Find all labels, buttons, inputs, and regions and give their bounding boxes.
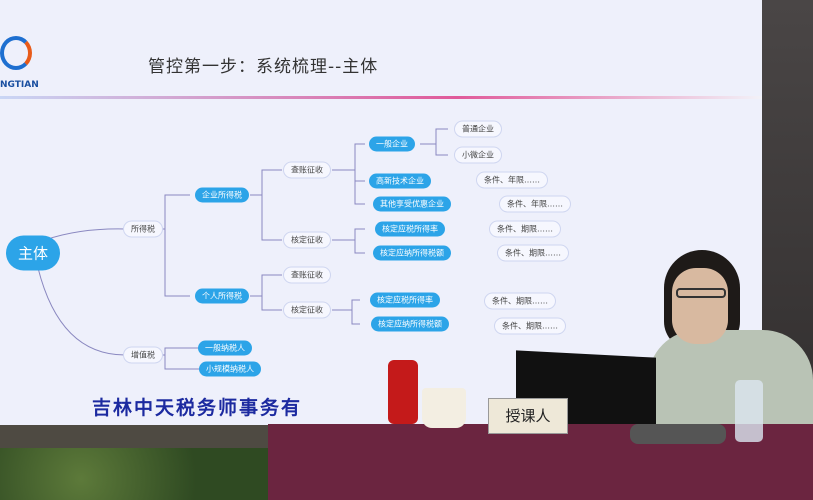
microphone-base (630, 424, 726, 444)
node-assessed-rate: 核定应税所得率 (375, 221, 445, 237)
node-small-taxpayer: 小规模纳税人 (199, 361, 261, 377)
node-assessed-collection: 核定征收 (283, 231, 331, 249)
name-plate: 授课人 (488, 398, 568, 434)
speaker-face (672, 268, 728, 344)
title-divider (0, 96, 762, 99)
node-general-taxpayer: 一般纳税人 (198, 340, 252, 356)
node-high-tech-enterprise: 高新技术企业 (369, 173, 431, 189)
node-small-micro-enterprise: 小微企业 (454, 146, 502, 164)
lectern-table (268, 424, 813, 500)
node-general-enterprise: 一般企业 (369, 136, 415, 152)
node-income-tax: 所得税 (123, 220, 163, 238)
tea-cup (422, 388, 466, 428)
node-conditions: 条件、期限…… (489, 220, 561, 238)
speaker (640, 250, 813, 430)
company-banner: 吉林中天税务师事务有 (92, 397, 303, 419)
node-conditions: 条件、期限…… (494, 317, 566, 335)
speaker-body (648, 330, 813, 430)
node-assessed-collection: 核定征收 (283, 301, 331, 319)
potted-plants (0, 448, 270, 500)
node-audit-collection: 查账征收 (283, 266, 331, 284)
slide-title: 管控第一步：系统梳理--主体 (148, 57, 379, 77)
node-personal-income-tax: 个人所得税 (195, 288, 249, 304)
water-bottle (735, 380, 763, 442)
node-conditions: 条件、期限…… (484, 292, 556, 310)
node-conditions: 条件、期限…… (497, 244, 569, 262)
company-logo (0, 36, 32, 70)
thermos-bottle (388, 360, 418, 424)
mindmap-root: 主体 (5, 235, 61, 271)
node-ordinary-enterprise: 普通企业 (454, 120, 502, 138)
node-assessed-amount: 核定应纳所得税额 (373, 245, 451, 261)
glasses (676, 288, 726, 298)
node-assessed-rate: 核定应税所得率 (370, 292, 440, 308)
node-conditions: 条件、年限…… (476, 171, 548, 189)
node-assessed-amount: 核定应纳所得税额 (371, 316, 449, 332)
node-audit-collection: 查账征收 (283, 161, 331, 179)
node-other-preferential-enterprise: 其他享受优惠企业 (373, 196, 451, 212)
node-conditions: 条件、年限…… (499, 195, 571, 213)
logo-text: NGTIAN (0, 80, 39, 90)
node-vat: 增值税 (123, 346, 163, 364)
node-corporate-income-tax: 企业所得税 (195, 187, 249, 203)
